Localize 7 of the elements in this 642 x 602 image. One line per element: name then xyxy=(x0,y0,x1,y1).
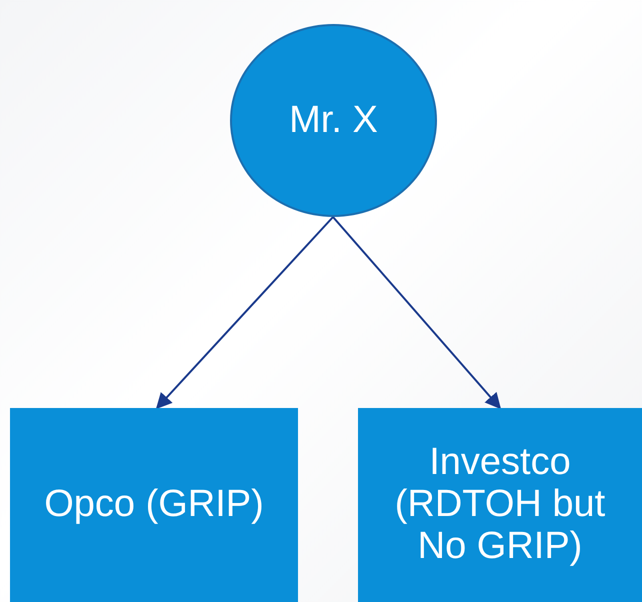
node-label: Investco (RDTOH but No GRIP) xyxy=(394,442,606,568)
company-box xyxy=(10,408,298,602)
node-label: Mr. X xyxy=(289,100,378,142)
node-label: Opco (GRIP) xyxy=(44,484,264,526)
arrow xyxy=(332,216,502,410)
arrow xyxy=(156,216,334,410)
company-box xyxy=(358,408,642,602)
